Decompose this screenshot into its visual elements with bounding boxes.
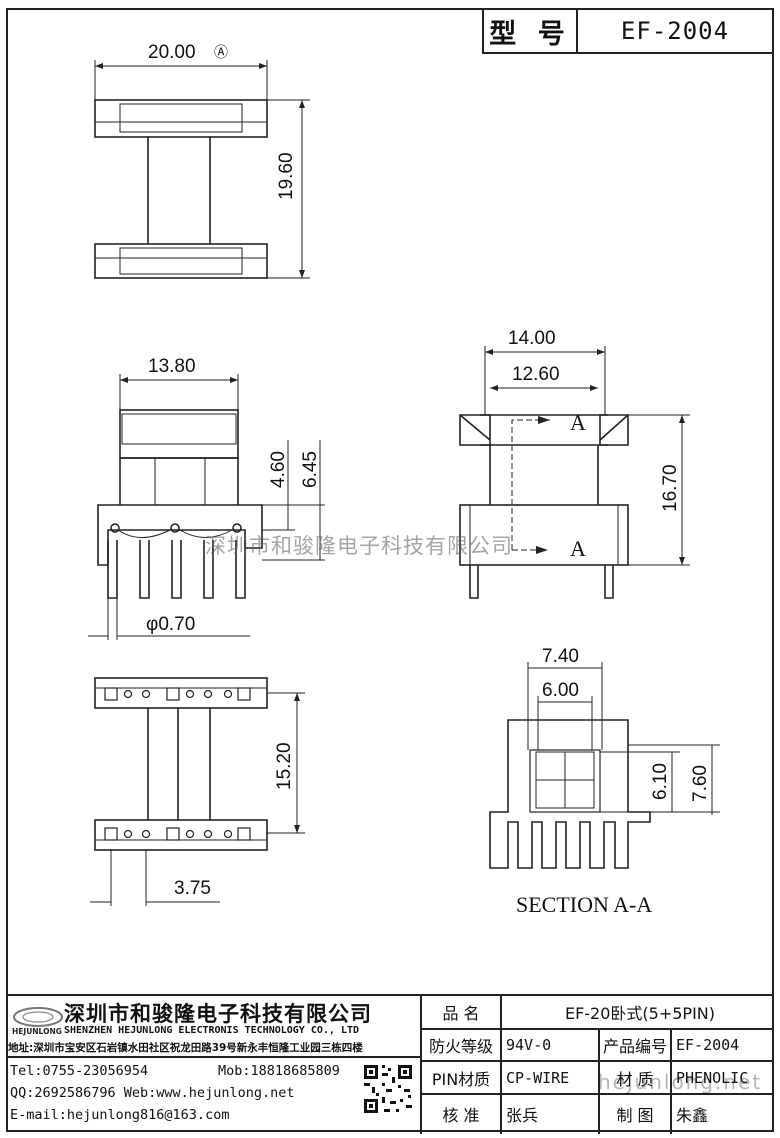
dim-O: 7.60 (690, 765, 711, 802)
material-label: 材 质 (616, 1069, 654, 1089)
drafter: 朱鑫 (676, 1105, 709, 1125)
dim-A-marker: Ⓐ (214, 45, 228, 61)
pin-material-label: PIN材质 (431, 1069, 491, 1089)
section-arrow-label-bottom: A (570, 536, 586, 561)
product-name-label: 品 名 (442, 1004, 480, 1023)
dim-C: 13.80 (148, 356, 196, 377)
dim-I: φ0.70 (146, 614, 195, 635)
dim-L: 7.40 (542, 646, 579, 667)
top-view (94, 60, 310, 279)
svg-text:HEJUNLONG: HEJUNLONG (12, 1027, 62, 1036)
dim-H: 16.70 (660, 464, 681, 512)
title-block: HEJUNLONG 深圳市和骏隆电子科技有限公司 SHENZHEN HEJUNL… (6, 994, 774, 1134)
section-arrow-label-top: A (570, 410, 586, 435)
company-address: 地址:深圳市宝安区石岩镇水田社区祝龙田路39号新永丰恒隆工业园三栋四楼 (8, 1042, 363, 1054)
contact-tel: Tel:0755-23056954 (10, 1063, 149, 1079)
company-block: HEJUNLONG 深圳市和骏隆电子科技有限公司 SHENZHEN HEJUNL… (6, 996, 422, 1134)
model-value: EF-2004 (620, 17, 730, 45)
hejunlong-logo: HEJUNLONG (12, 1007, 63, 1036)
fire-rating-label: 防火等级 (428, 1036, 493, 1056)
technical-drawing: 20.00 Ⓐ 19.60 13.80 4.60 6.45 14.00 12.6… (88, 42, 720, 917)
dim-K: 3.75 (174, 878, 211, 899)
dim-F: 14.00 (508, 328, 556, 349)
drawing-frame (6, 8, 774, 1132)
spec-table: 品 名 EF-20卧式(5+5PIN) 防火等级 94V-0 产品编号 EF-2… (422, 996, 774, 1134)
section-view (489, 662, 720, 869)
dim-B: 19.60 (276, 152, 297, 200)
product-code-label: 产品编号 (602, 1036, 667, 1056)
section-title: SECTION A-A (516, 892, 652, 917)
dim-D: 4.60 (268, 451, 289, 488)
pin-material: CP-WIRE (506, 1068, 570, 1087)
divider (6, 1056, 422, 1058)
dim-M: 6.00 (542, 680, 579, 701)
dim-G: 12.60 (512, 364, 560, 385)
contact-qq-web: QQ:2692586796 Web:www.hejunlong.net (10, 1085, 295, 1101)
model-label: 型 号 (484, 10, 578, 52)
company-name-cn: 深圳市和骏隆电子科技有限公司 (64, 1002, 372, 1026)
product-name: EF-20卧式(5+5PIN) (564, 1004, 716, 1023)
fire-rating: 94V-0 (506, 1035, 552, 1054)
product-code: EF-2004 (676, 1035, 740, 1054)
company-name-en: SHENZHEN HEJUNLONG ELECTRONIS TECHNOLOGY… (64, 1025, 360, 1036)
front-view (88, 374, 325, 640)
bottom-view (90, 677, 305, 906)
side-view (459, 346, 690, 599)
checker-label: 核 准 (442, 1105, 480, 1125)
drafter-label: 制 图 (616, 1105, 654, 1125)
contact-mob: Mob:18818685809 (218, 1063, 340, 1079)
checker: 张兵 (506, 1105, 539, 1125)
dim-J: 15.20 (274, 742, 295, 790)
contact-email: E-mail:hejunlong816@163.com (10, 1107, 230, 1123)
material: PHENOLIC (676, 1068, 749, 1087)
dim-E: 6.45 (300, 451, 321, 488)
watermark-url: hejunlong.net (598, 1070, 763, 1094)
dim-A: 20.00 (148, 42, 196, 63)
qr-code-icon (362, 1063, 414, 1115)
model-box: 型 号 EF-2004 (482, 8, 774, 54)
watermark-company: 深圳市和骏隆电子科技有限公司 (205, 534, 513, 558)
dim-N: 6.10 (650, 763, 671, 800)
